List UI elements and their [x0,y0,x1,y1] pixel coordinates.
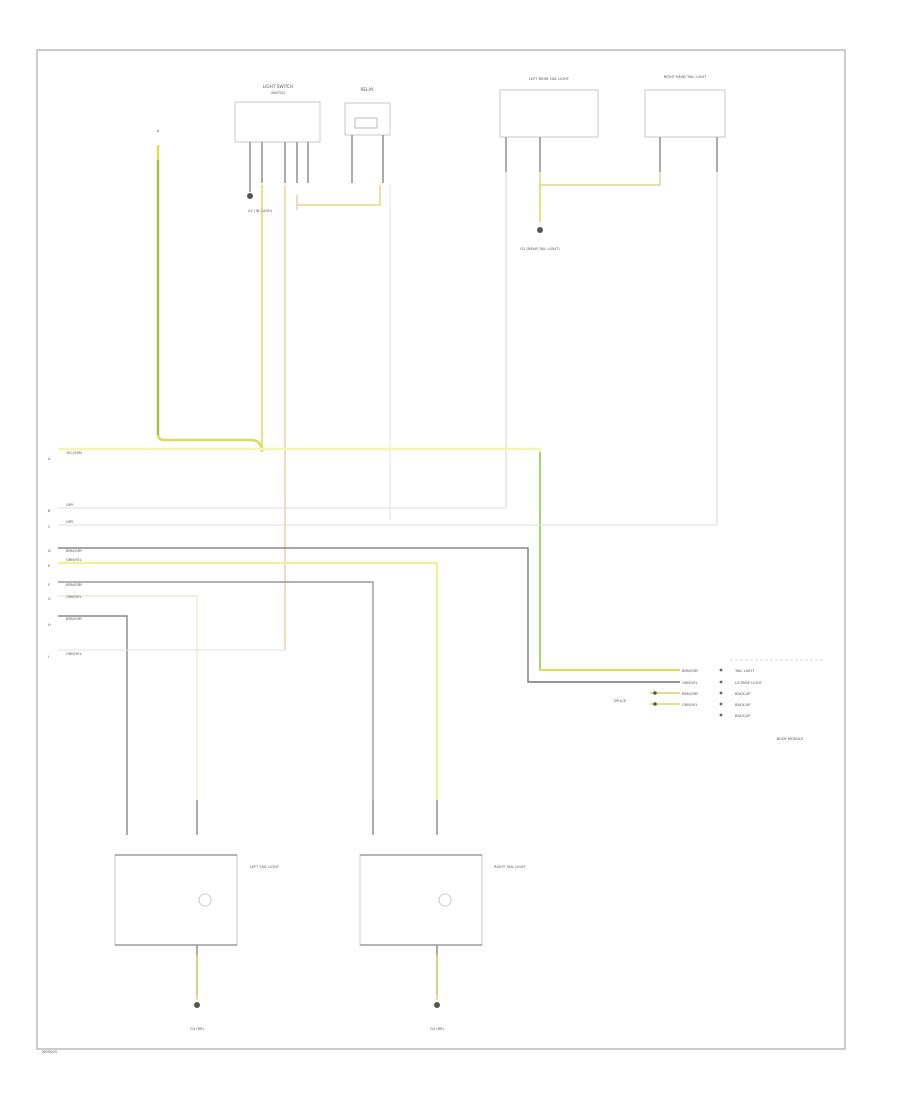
diagram-frame [36,49,846,1050]
ground-dot-bl [194,1002,200,1008]
left-label: C [48,525,51,529]
light-switch-sub: SWITCH [271,91,285,95]
body-module-label: BODY MODULE [777,737,804,741]
left-label: B [48,509,51,513]
connector-pin: BRN/GRY [682,692,699,696]
ignition-wire [156,145,264,453]
connector-label: BACK-UP [735,703,751,707]
connector-pin: GRN/YEL [682,703,698,707]
diagram-code: W00000 [42,1050,58,1054]
connector-label: TAIL LIGHT [734,669,755,673]
wire-label: BRN/GRY [66,549,83,553]
bottom-right-title: RIGHT TAIL LIGHT [494,865,527,869]
wire-label-group: YEL/GRN GRY GRY BRN/GRY GRN/YEL BRN/GRY … [66,451,83,656]
wire-label: GRY [66,503,74,507]
tail-light-right-title: RIGHT REAR TAIL LIGHT [664,75,707,79]
connector-label: LICENSE LIGHT [735,681,763,685]
wire-label: YEL/GRN [66,451,82,455]
left-label: G [48,597,51,601]
connector-pin-group: BRN/GRY GRN/YEL BRN/GRY GRN/YEL [682,669,699,707]
ground-br-label: G4 (RR) [430,1027,445,1031]
relay-coil [354,117,378,129]
left-label: A [48,457,51,461]
ground-bl-label: G3 (RR) [190,1027,205,1031]
wire-label: GRN/YEL [66,558,82,562]
tail-light-right-box [644,89,726,138]
relay-title: RELAY [360,87,374,92]
left-label-group: A B C D E F G H I [48,457,51,659]
ground-dot-right [537,227,543,233]
ground-right-label: G2 (NEAR TAIL LIGHT) [520,247,560,251]
tail-light-left-box [499,89,599,138]
tail-light-left-title: LEFT REAR TAIL LIGHT [529,77,570,81]
connector-label-group: TAIL LIGHT LICENSE LIGHT BACK-UP BACK-UP… [734,669,763,718]
connector-label: BACK-UP [735,714,751,718]
ignition-label: A [157,129,160,133]
ground-left-label: G1 (IN DASH) [248,209,273,213]
left-label: F [48,583,50,587]
relay-box [344,102,391,136]
left-label: E [48,564,51,568]
wire-label: GRN/YEL [66,652,82,656]
ground-dot-br [434,1002,440,1008]
connector-label: BACK-UP [735,692,751,696]
light-switch-box [234,101,321,143]
connector-pin: GRN/YEL [682,681,698,685]
wire-label: BRN/GRY [66,617,83,621]
bottom-left-lamp-box [114,854,238,946]
left-label: I [48,655,49,659]
connector-pin: BRN/GRY [682,669,699,673]
bottom-left-title: LEFT TAIL LIGHT [250,865,280,869]
bottom-right-lamp-box [359,854,483,946]
left-label: D [48,549,51,553]
splice-label: SPLICE [614,699,627,703]
left-label: H [48,623,51,627]
wire-label: GRY [66,520,74,524]
light-switch-title: LIGHT SWITCH [263,84,293,89]
ground-dot-left [247,193,253,199]
wire-label: BRN/GRY [66,583,83,587]
wire-label: GRN/YEL [66,595,82,599]
